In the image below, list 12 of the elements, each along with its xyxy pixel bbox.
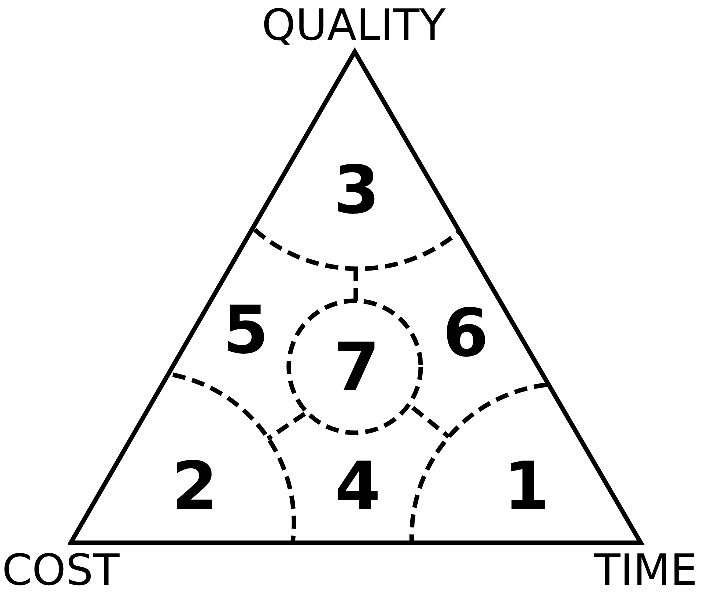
region-number: 5 <box>223 298 269 364</box>
vertex-label: QUALITY <box>262 5 446 48</box>
vertex-label: TIME <box>594 550 698 593</box>
region-number: 4 <box>335 454 381 520</box>
region-number: 7 <box>334 335 380 401</box>
region-number: 6 <box>443 301 489 367</box>
region-number: 2 <box>172 454 218 520</box>
dashed-circle <box>286 298 424 436</box>
triangle <box>68 47 645 547</box>
region-number: 1 <box>504 454 550 520</box>
region-number: 3 <box>334 158 380 224</box>
vertex-label: COST <box>2 550 120 593</box>
